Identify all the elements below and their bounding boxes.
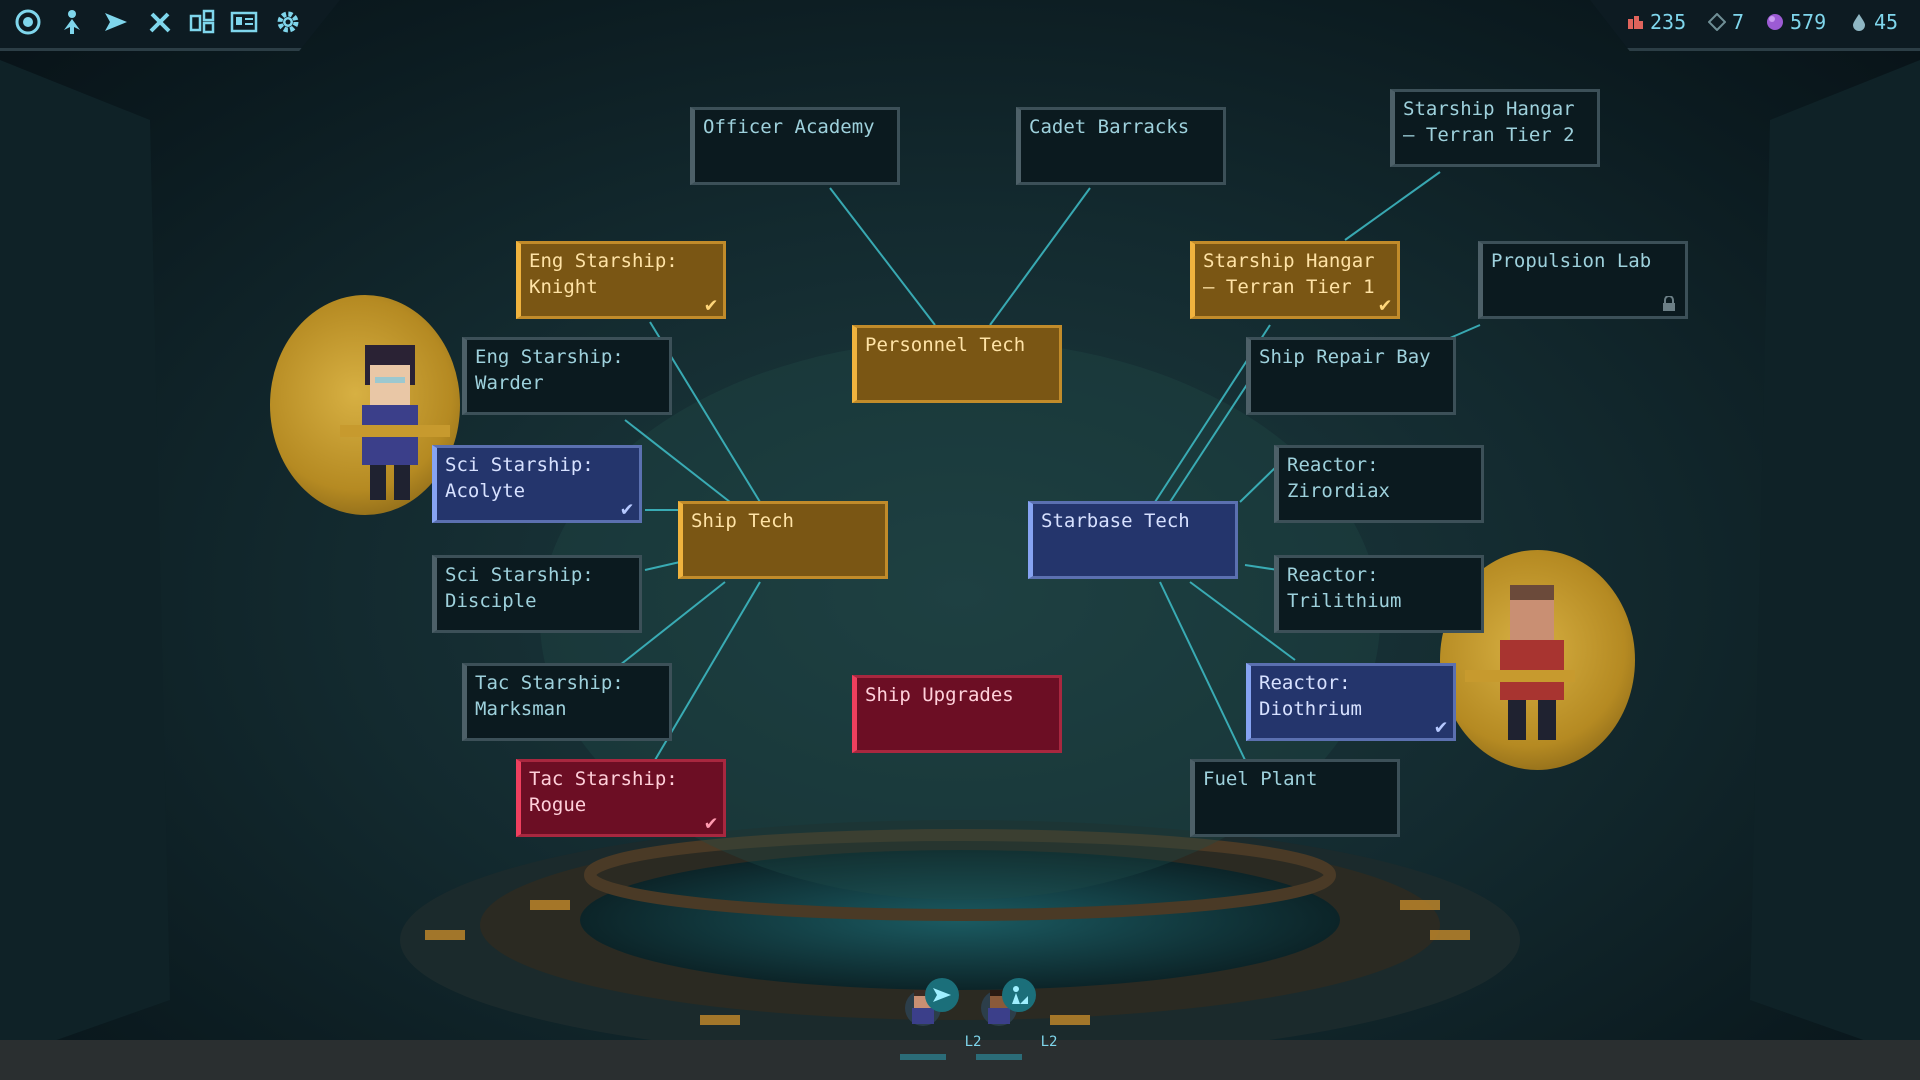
hub-personnel-tech[interactable]: Personnel Tech [852, 325, 1062, 403]
hub-ship-tech[interactable]: Ship Tech [678, 501, 888, 579]
radar-icon[interactable] [12, 6, 44, 38]
node-label: Starship Hangar – Terran Tier 2 [1403, 98, 1575, 146]
ship-icon[interactable] [100, 6, 132, 38]
node-label: Reactor: Trilithium [1287, 564, 1402, 612]
hub-ship-upgrades[interactable]: Ship Upgrades [852, 675, 1062, 753]
completed-check-icon: ✔ [704, 292, 717, 316]
node-label: Eng Starship: Warder [475, 346, 624, 394]
node-fuel-plant[interactable]: Fuel Plant [1190, 759, 1400, 837]
resource-bar [1590, 0, 1920, 51]
node-starship-hangar-tier-1[interactable]: Starship Hangar – Terran Tier 1 ✔ [1190, 241, 1400, 319]
link-propulsion-repair [1449, 324, 1481, 339]
node-label: Eng Starship: Knight [529, 250, 678, 298]
node-label: Reactor: Zirordiax [1287, 454, 1390, 502]
tools-icon[interactable] [144, 6, 176, 38]
link-fuel-starbase [1159, 581, 1246, 761]
engineer-portrait [270, 295, 460, 515]
ship-role-icon [925, 978, 959, 1012]
node-label: Ship Repair Bay [1259, 346, 1431, 368]
builder-role-icon [1002, 978, 1036, 1012]
resource-value: 45 [1874, 10, 1899, 34]
node-propulsion-lab[interactable]: Propulsion Lab [1478, 241, 1688, 319]
node-starship-hangar-tier-2[interactable]: Starship Hangar – Terran Tier 2 [1390, 89, 1600, 167]
gear-icon[interactable] [272, 6, 304, 38]
node-eng-starship-knight[interactable]: Eng Starship: Knight ✔ [516, 241, 726, 319]
resource-fuel: 45 [1850, 6, 1898, 38]
node-label: Fuel Plant [1203, 768, 1318, 790]
link-hangar2-hangar1 [1344, 171, 1441, 241]
hub-starbase-tech[interactable]: Starbase Tech [1028, 501, 1238, 579]
resource-population: 235 [1626, 6, 1686, 38]
node-reactor-diothrium[interactable]: Reactor: Diothrium ✔ [1246, 663, 1456, 741]
node-cadet-barracks[interactable]: Cadet Barracks [1016, 107, 1226, 185]
id-card-icon[interactable] [228, 6, 260, 38]
crew-level: L2 [1040, 1034, 1058, 1050]
crystal-icon [1708, 13, 1726, 31]
crew-progress-bar [976, 1054, 1022, 1060]
node-label: Propulsion Lab [1491, 250, 1652, 272]
node-tac-starship-rogue[interactable]: Tac Starship: Rogue ✔ [516, 759, 726, 837]
crew-progress-bar [900, 1054, 946, 1060]
population-icon [1628, 16, 1643, 29]
tactical-officer-icon [1465, 585, 1575, 740]
link-rogue-ship [654, 581, 761, 761]
node-label: Starship Hangar – Terran Tier 1 [1203, 250, 1375, 298]
node-sci-starship-disciple[interactable]: Sci Starship: Disciple [432, 555, 642, 633]
resource-orb: 579 [1766, 6, 1826, 38]
node-label: Reactor: Diothrium [1259, 672, 1362, 720]
node-reactor-zirordiax[interactable]: Reactor: Zirordiax [1274, 445, 1484, 523]
resource-value: 7 [1732, 10, 1745, 34]
node-label: Cadet Barracks [1029, 116, 1190, 138]
node-label: Officer Academy [703, 116, 875, 138]
crew-icon[interactable] [56, 6, 88, 38]
completed-check-icon: ✔ [1378, 292, 1391, 316]
node-eng-starship-warder[interactable]: Eng Starship: Warder [462, 337, 672, 415]
completed-check-icon: ✔ [1434, 714, 1447, 738]
node-ship-repair-bay[interactable]: Ship Repair Bay [1246, 337, 1456, 415]
link-zirordiax-starbase [1239, 464, 1279, 503]
hub-label: Ship Tech [691, 510, 794, 532]
engineer-officer-icon [340, 345, 450, 500]
link-marksman-ship [619, 581, 726, 666]
crew-level: L2 [964, 1034, 982, 1050]
link-diothrium-starbase [1189, 581, 1296, 661]
node-sci-starship-acolyte[interactable]: Sci Starship: Acolyte ✔ [432, 445, 642, 523]
fuel-drop-icon [1853, 14, 1865, 31]
node-officer-academy[interactable]: Officer Academy [690, 107, 900, 185]
link-repair-starbase [1169, 379, 1251, 503]
resource-crystal: 7 [1708, 6, 1744, 38]
lock-icon [1663, 296, 1675, 311]
link-warder-ship [624, 419, 731, 503]
link-disciple-ship [644, 561, 681, 571]
orb-icon [1767, 14, 1783, 30]
hub-label: Ship Upgrades [865, 684, 1014, 706]
resource-value: 579 [1790, 10, 1827, 34]
node-label: Sci Starship: Acolyte [445, 454, 594, 502]
node-reactor-trilithium[interactable]: Reactor: Trilithium [1274, 555, 1484, 633]
node-label: Tac Starship: Rogue [529, 768, 678, 816]
hub-label: Starbase Tech [1041, 510, 1190, 532]
link-officer-personnel [829, 187, 936, 326]
completed-check-icon: ✔ [620, 496, 633, 520]
link-trilithium-starbase [1244, 564, 1279, 571]
hub-label: Personnel Tech [865, 334, 1026, 356]
completed-check-icon: ✔ [704, 810, 717, 834]
node-label: Tac Starship: Marksman [475, 672, 624, 720]
node-label: Sci Starship: Disciple [445, 564, 594, 612]
resource-value: 235 [1650, 10, 1687, 34]
node-tac-starship-marksman[interactable]: Tac Starship: Marksman [462, 663, 672, 741]
modules-icon[interactable] [186, 6, 218, 38]
link-cadet-personnel [989, 187, 1091, 326]
